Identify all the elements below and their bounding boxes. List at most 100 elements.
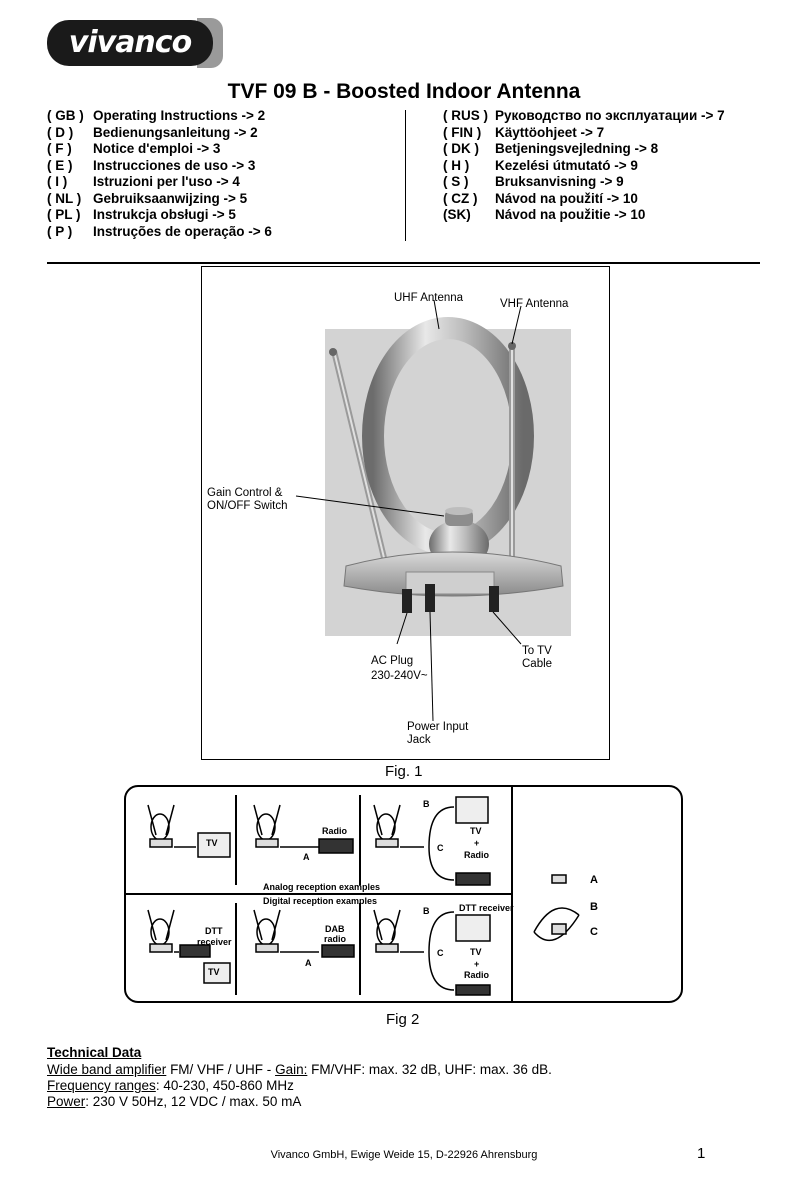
gain-control-label-2: ON/OFF Switch [207, 500, 288, 512]
fig2-tv-label: TV [206, 838, 218, 848]
language-label: Operating Instructions -> 2 [93, 108, 266, 123]
fig2-dtt-receiver-label: DTT receiver [459, 903, 514, 913]
logo-text: vivanco [68, 25, 192, 60]
logo-pill [47, 20, 213, 66]
fig2-tvr-1-bottom: TV [470, 947, 482, 957]
column-divider [405, 110, 406, 241]
tech-line-amplifier: Wide band amplifier FM/ VHF / UHF - Gain… [47, 1062, 552, 1077]
to-tv-label-1: To TV [522, 645, 552, 657]
language-label: Instrukcja obsługi -> 5 [93, 207, 236, 222]
power-label: Power [47, 1094, 86, 1109]
power-value: : 230 V 50Hz, 12 VDC / max. 50 mA [85, 1094, 302, 1109]
language-label: Bruksanvisning -> 9 [495, 174, 624, 189]
fig2-a-label-top: A [303, 852, 310, 862]
fig2-tv-label-bottom: TV [208, 967, 220, 977]
gain-label: Gain: [275, 1062, 308, 1077]
language-left-row: ( PL ) Instrukcja obsługi -> 5 [47, 207, 387, 224]
tech-line-frequency: Frequency ranges: 40-230, 450-860 MHz [47, 1078, 294, 1093]
ac-plug-label-1: AC Plug [371, 655, 414, 667]
fig2-dtt-2: receiver [197, 937, 232, 947]
language-left-row: ( I )Istruzioni per l'uso -> 4 [47, 174, 387, 191]
header-rule [47, 262, 760, 264]
language-label: Руководство по эксплуатации -> 7 [495, 108, 725, 123]
language-code: ( E ) [47, 157, 73, 173]
base-panel [405, 571, 495, 595]
document-title: TVF 09 B - Boosted Indoor Antenna [227, 80, 581, 103]
language-code: ( CZ ) [443, 190, 478, 206]
language-right-row: ( H ) Kezelési útmutató -> 9 [443, 158, 773, 175]
analog-examples-label: Analog reception examples [263, 882, 381, 892]
adapter-a-label: A [590, 874, 598, 886]
frequency-value: : 40-230, 450-860 MHz [155, 1078, 294, 1093]
language-label: Kezelési útmutató -> 9 [495, 157, 638, 173]
fig2-tvr-1: TV [470, 826, 482, 836]
language-right-row: ( CZ ) Návod na použití -> 10 [443, 191, 773, 208]
language-code: ( D ) [47, 124, 74, 140]
language-code: (SK) [443, 207, 471, 222]
digital-examples-label: Digital reception examples [263, 896, 378, 906]
wide-band-label: Wide band amplifier [47, 1062, 167, 1077]
language-label: Instruções de operação -> 6 [93, 223, 272, 239]
language-code: ( P ) [47, 223, 73, 239]
fig2-c-label-bottom: C [437, 948, 444, 958]
fig2-b-label-bottom: B [423, 906, 430, 916]
language-label: Betjeningsvejledning -> 8 [495, 141, 659, 156]
adapter-c-label: C [590, 926, 598, 938]
wide-band-value: FM/ VHF / UHF - [166, 1062, 276, 1077]
language-right-row: ( RUS ) Руководство по эксплуатации -> 7 [443, 108, 773, 125]
gain-value: FM/VHF: max. 32 dB, UHF: max. 36 dB. [307, 1062, 552, 1077]
fig2-a-label-bottom: A [305, 958, 312, 968]
fig2-caption: Fig 2 [386, 1011, 420, 1028]
language-left-row: ( P ) Instruções de operação -> 6 [47, 224, 387, 241]
adapter-b-label: B [590, 901, 598, 913]
antenna-photo-illustration [295, 299, 571, 722]
fig1-frame [201, 266, 610, 760]
language-code: ( S ) [443, 174, 469, 189]
fig2-tvr-3-bottom: Radio [464, 970, 490, 980]
language-code: ( FIN ) [443, 124, 482, 140]
language-code: ( RUS ) [443, 108, 488, 123]
language-code: ( H ) [443, 157, 470, 173]
frequency-label: Frequency ranges [47, 1078, 156, 1093]
fig2-dab-2: radio [324, 934, 347, 944]
language-left-row: ( E )Instrucciones de uso -> 3 [47, 158, 387, 175]
connection-diagrams [124, 785, 580, 1003]
language-code: ( I ) [47, 174, 68, 189]
language-left-row: ( GB ) Operating Instructions -> 2 [47, 108, 387, 125]
language-right-row: (SK) Návod na použitie -> 10 [443, 207, 773, 224]
fig2-dab-1: DAB [325, 924, 345, 934]
language-left-row: ( NL )Gebruiksaanwijzing -> 5 [47, 191, 387, 208]
language-left-row: ( F ) Notice d'emploi -> 3 [47, 141, 387, 158]
gain-control-label-1: Gain Control & [207, 487, 283, 499]
language-code: ( F ) [47, 141, 72, 156]
language-index-left: ( GB ) Operating Instructions -> 2 ( D ) Be… [47, 108, 387, 248]
language-code: ( PL ) [47, 207, 81, 222]
power-input-label-2: Jack [407, 734, 431, 746]
fig2-tvr-2-bottom: + [474, 959, 480, 969]
language-label: Návod na použitie -> 10 [495, 207, 646, 222]
language-label: Notice d'emploi -> 3 [93, 141, 221, 156]
fig2-tvr-2: + [474, 838, 480, 848]
vhf-antenna-label: VHF Antenna [500, 298, 569, 310]
fig2-tvr-3: Radio [464, 850, 490, 860]
language-label: Bedienungsanleitung -> 2 [93, 124, 258, 140]
uhf-antenna-label: UHF Antenna [394, 292, 464, 304]
power-input-label-1: Power Input [407, 721, 469, 733]
language-index-right: ( RUS )Руководство по эксплуатации -> 7(… [443, 108, 773, 248]
footer-address: Vivanco GmbH, Ewige Weide 15, D-22926 Ah… [270, 1149, 538, 1161]
tech-line-power: Power: 230 V 50Hz, 12 VDC / max. 50 mA [47, 1094, 301, 1109]
language-code: ( GB ) [47, 108, 84, 123]
fig2-b-label-top: B [423, 799, 430, 809]
ac-plug-label-2: 230-240V~ [371, 670, 428, 682]
fig2-radio-label: Radio [322, 826, 348, 836]
technical-data-heading: Technical Data [47, 1045, 142, 1060]
fig2-c-label-top: C [437, 843, 444, 853]
language-label: Návod na použití -> 10 [495, 190, 638, 206]
language-code: ( DK ) [443, 141, 479, 156]
mini-antennas [147, 804, 401, 953]
language-label: Käyttöohjeet -> 7 [495, 124, 605, 140]
language-label: Gebruiksaanwijzing -> 5 [93, 190, 248, 206]
language-right-row: ( FIN ) Käyttöohjeet -> 7 [443, 125, 773, 142]
language-left-row: ( D ) Bedienungsanleitung -> 2 [47, 125, 387, 142]
page-number: 1 [697, 1145, 706, 1162]
